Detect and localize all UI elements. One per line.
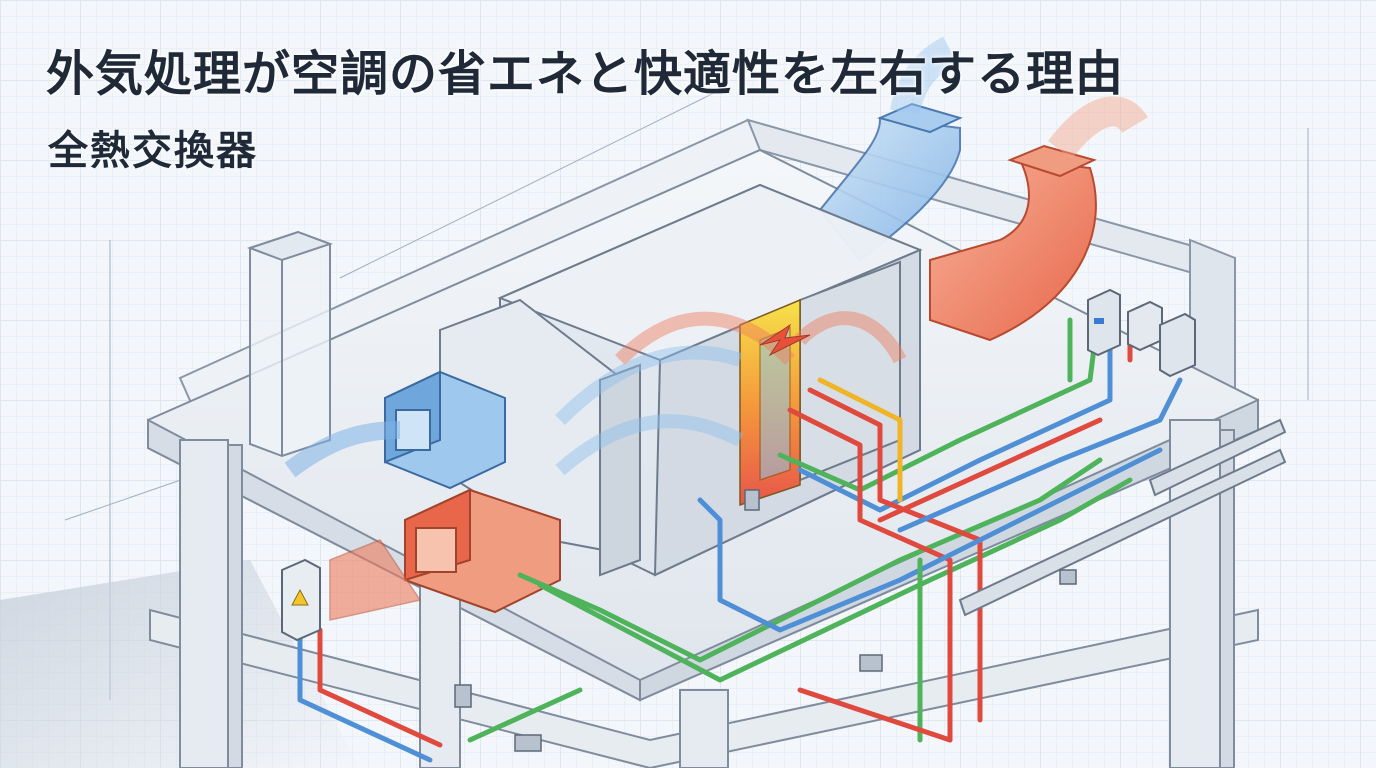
outdoor-air-arrow — [284, 421, 401, 478]
electrical-box — [281, 558, 321, 642]
exhaust-riser-duct — [929, 96, 1148, 342]
airflow-swirls — [555, 311, 907, 476]
exhaust-outlet — [404, 488, 561, 614]
exhaust-arrow — [329, 539, 422, 621]
vent-stack — [247, 230, 333, 458]
core-flow-arrow — [759, 323, 811, 357]
valves — [454, 489, 1077, 752]
control-panels — [1087, 288, 1196, 378]
page-title: 外気処理が空調の省エネと快適性を左右する理由 — [46, 46, 1125, 102]
outdoor-air-inlet — [384, 370, 506, 490]
page-subtitle: 全熱交換器 — [48, 128, 258, 174]
cable-tray — [958, 418, 1287, 617]
